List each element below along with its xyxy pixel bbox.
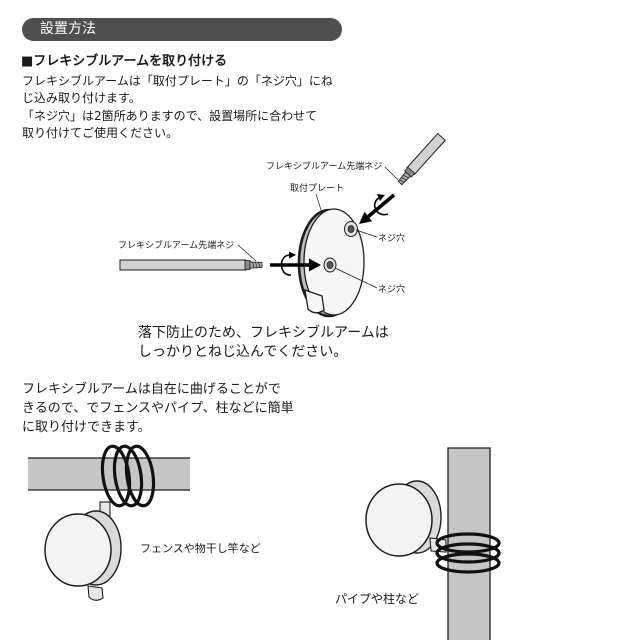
label-pole: パイプや柱など [335, 591, 419, 606]
leader-arm-tip-top [384, 166, 399, 181]
plate-hook [304, 289, 325, 314]
section-header-title: 設置方法 [40, 21, 96, 37]
screw-hole-upper [347, 225, 355, 233]
device-face [365, 483, 433, 557]
arrow-icon [270, 258, 321, 272]
device-face [44, 513, 112, 587]
rotation-curve [280, 254, 292, 276]
coil-ring [435, 542, 501, 564]
usage-line: フレキシブルアームは自在に曲げることがで [22, 382, 281, 397]
leader-plate [315, 193, 323, 214]
rotation-arrow-head [289, 251, 296, 259]
instruction-line: 取り付けてご使用ください。 [22, 125, 179, 140]
instruction-line: 「ネジ穴」は2箇所ありますので、設置場所に合わせて [22, 108, 318, 123]
rotation-curve [373, 197, 389, 216]
arrow-head [359, 211, 373, 224]
coil-ring [100, 444, 132, 508]
screw-thread [252, 261, 261, 269]
safety-caption: 落下防止のため、フレキシブルアームは しっかりとねじ込んでください。 [138, 324, 389, 362]
vertical-pole-edges [447, 447, 491, 640]
usage-description: フレキシブルアームは自在に曲げることがで きるので、でフェンスやパイプ、柱などに… [22, 380, 294, 437]
fence-bar [28, 458, 190, 490]
coil-ring [124, 444, 156, 508]
label-hole-center: ネジ穴 [378, 283, 405, 295]
coil-ring [112, 444, 144, 508]
instruction-line: じ込み取り付けます。 [22, 91, 141, 106]
fence-bar-edges [28, 457, 190, 491]
instruction-line: フレキシブルアームは「取付プレート」の「ネジ穴」にね [22, 74, 333, 88]
leader-hole-upper [355, 229, 378, 238]
fence-mount-illustration: フェンスや物干し竿など [28, 444, 261, 601]
flexible-arm-top [397, 132, 446, 186]
label-arm-tip-top: フレキシブルアーム先端ネジ [266, 160, 382, 172]
arrow-head [309, 258, 321, 272]
coil-ring [435, 552, 501, 574]
arrow-icon [359, 193, 396, 224]
caption-line: しっかりとねじ込んでください。 [138, 344, 348, 360]
pole-mount-illustration: パイプや柱など [335, 447, 501, 640]
label-fence: フェンスや物干し竿など [140, 541, 261, 555]
arm-rod [406, 132, 446, 176]
arrow-shaft [367, 193, 396, 218]
device-hook [87, 585, 104, 601]
arm-rod [119, 259, 247, 271]
coil-ring [435, 532, 501, 554]
leader-hole-center [334, 267, 378, 289]
usage-line: に取り付けできます。 [22, 420, 151, 435]
flexible-arm-left [119, 259, 263, 271]
arm-collar [244, 260, 251, 270]
attach-instructions: フレキシブルアームは「取付プレート」の「ネジ穴」にね じ込み取り付けます。 「ネ… [22, 73, 333, 142]
section-header-bar: 設置方法 [22, 18, 342, 41]
rotation-arrow-head [377, 194, 385, 201]
leader-arm-tip-left [237, 244, 257, 262]
mounting-diagram: フレキシブルアーム先端ネジ 取付プレート ネジ穴 フレキシブルアーム先端ネジ ネ… [118, 132, 446, 318]
label-arm-tip-left: フレキシブルアーム先端ネジ [118, 239, 234, 251]
label-hole-upper: ネジ穴 [378, 232, 405, 244]
label-plate: 取付プレート [290, 183, 344, 194]
screw-thread [399, 174, 409, 183]
usage-line: きるので、でフェンスやパイプ、柱などに簡単 [22, 401, 294, 416]
attach-section-title: ■フレキシブルアームを取り付ける [21, 54, 228, 69]
mounting-plate [297, 208, 365, 318]
rotate-arrow-icon [373, 194, 389, 216]
rotate-arrow-icon [280, 251, 296, 276]
screw-hole-center [326, 261, 334, 269]
caption-line: 落下防止のため、フレキシブルアームは [138, 325, 389, 341]
